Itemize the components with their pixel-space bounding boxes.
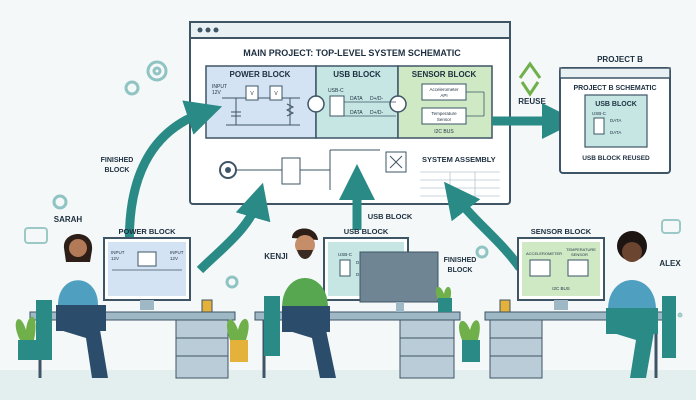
power-reg-v2: V: [274, 91, 278, 97]
gear-icon: [52, 60, 489, 289]
usb-block-panel: USB BLOCK USB-C DATA DATA D+/D- D+/D-: [315, 65, 399, 139]
sensor-accel: Accelerometer: [429, 87, 459, 92]
kenji-second-monitor-back: [359, 251, 439, 303]
power-input-voltage: 12V: [212, 90, 222, 96]
monitor-sarah-m1: INPUT: [111, 250, 125, 255]
monitor-alex-m1: ACCELEROMETER: [526, 251, 562, 256]
power-reg-v1: V: [250, 91, 254, 97]
monitor-kenji: USB BLOCK USB-C D+/D- D+/D-: [323, 227, 439, 312]
monitor-kenji-m1: USB-C: [338, 252, 353, 257]
power-input-label: INPUT: [212, 84, 227, 90]
name-sarah: SARAH: [54, 215, 83, 224]
mug-icon: [201, 299, 511, 313]
recycle-icon: [518, 61, 542, 97]
sensor-temp: Temperature: [431, 111, 457, 116]
right-finished-arrow: [444, 181, 524, 271]
monitor-sarah-m2: 12V: [111, 256, 119, 261]
right-arrow-line2: BLOCK: [448, 267, 473, 274]
project-b-window: PROJECT B SCHEMATIC USB BLOCK USB-C DATA…: [559, 67, 671, 174]
sensor-block-panel: SENSOR BLOCK Accelerometer API Temperatu…: [397, 65, 493, 139]
project-b-usb-c: USB-C: [592, 111, 607, 116]
left-arrow-line2: BLOCK: [105, 167, 130, 174]
person-sarah: [36, 234, 108, 378]
project-b-reused: USB BLOCK REUSED: [582, 155, 650, 162]
floor: [0, 370, 696, 400]
monitor-kenji-title: USB BLOCK: [344, 227, 389, 236]
monitor-sarah-title: POWER BLOCK: [118, 227, 176, 236]
power-block-title: POWER BLOCK: [230, 70, 291, 79]
monitor-alex: SENSOR BLOCK ACCELEROMETER TEMPERATURE S…: [517, 227, 605, 310]
usb-c-label: USB-C: [328, 88, 344, 94]
sensor-sensor: Sensor: [437, 117, 452, 122]
monitor-sarah-m3: INPUT: [170, 250, 184, 255]
name-alex: ALEX: [659, 259, 681, 268]
usb-block-title: USB BLOCK: [333, 70, 381, 79]
person-alex: [606, 231, 676, 378]
usb-dd-2: D+/D-: [370, 110, 384, 116]
sensor-block-title: SENSOR BLOCK: [412, 70, 477, 79]
project-b-label: PROJECT B: [597, 55, 643, 64]
usb-data-1: DATA: [350, 96, 363, 102]
monitor-sarah: POWER BLOCK INPUT 12V INPUT 12V: [103, 227, 191, 310]
main-schematic-window: MAIN PROJECT: TOP-LEVEL SYSTEM SCHEMATIC…: [189, 21, 511, 205]
reuse-label: REUSE: [518, 97, 546, 106]
monitor-alex-m3: SENSOR: [571, 252, 588, 257]
monitor-sarah-m4: 12V: [170, 256, 178, 261]
left-finished-arrow: [124, 100, 223, 259]
right-arrow-line1: FINISHED: [444, 257, 477, 264]
monitor-alex-m2: TEMPERATURE: [566, 247, 596, 252]
project-b-data-1: DATA: [610, 118, 621, 123]
system-assembly: SYSTEM ASSEMBLY: [219, 149, 500, 200]
main-title: MAIN PROJECT: TOP-LEVEL SYSTEM SCHEMATIC: [243, 48, 461, 58]
middle-arrow-label: USB BLOCK: [368, 212, 413, 221]
person-kenji: [264, 228, 336, 378]
project-b-title: PROJECT B SCHEMATIC: [573, 85, 656, 92]
plant-icon: [15, 286, 480, 362]
left-arrow-line1: FINISHED: [101, 157, 134, 164]
usb-data-2: DATA: [350, 110, 363, 116]
power-block-panel: POWER BLOCK INPUT 12V V V: [205, 65, 317, 139]
power-arrow: [196, 182, 271, 274]
assembly-label: SYSTEM ASSEMBLY: [422, 155, 496, 164]
monitor-alex-m4: I2C BUS: [552, 286, 570, 291]
usb-dd-1: D+/D-: [370, 96, 384, 102]
project-b-block-title: USB BLOCK: [595, 101, 637, 108]
sensor-api: API: [440, 93, 447, 98]
sensor-i2c: I2C BUS: [434, 129, 454, 135]
monitor-alex-title: SENSOR BLOCK: [531, 227, 592, 236]
project-b-data-2: DATA: [610, 130, 621, 135]
name-kenji: KENJI: [264, 252, 288, 261]
